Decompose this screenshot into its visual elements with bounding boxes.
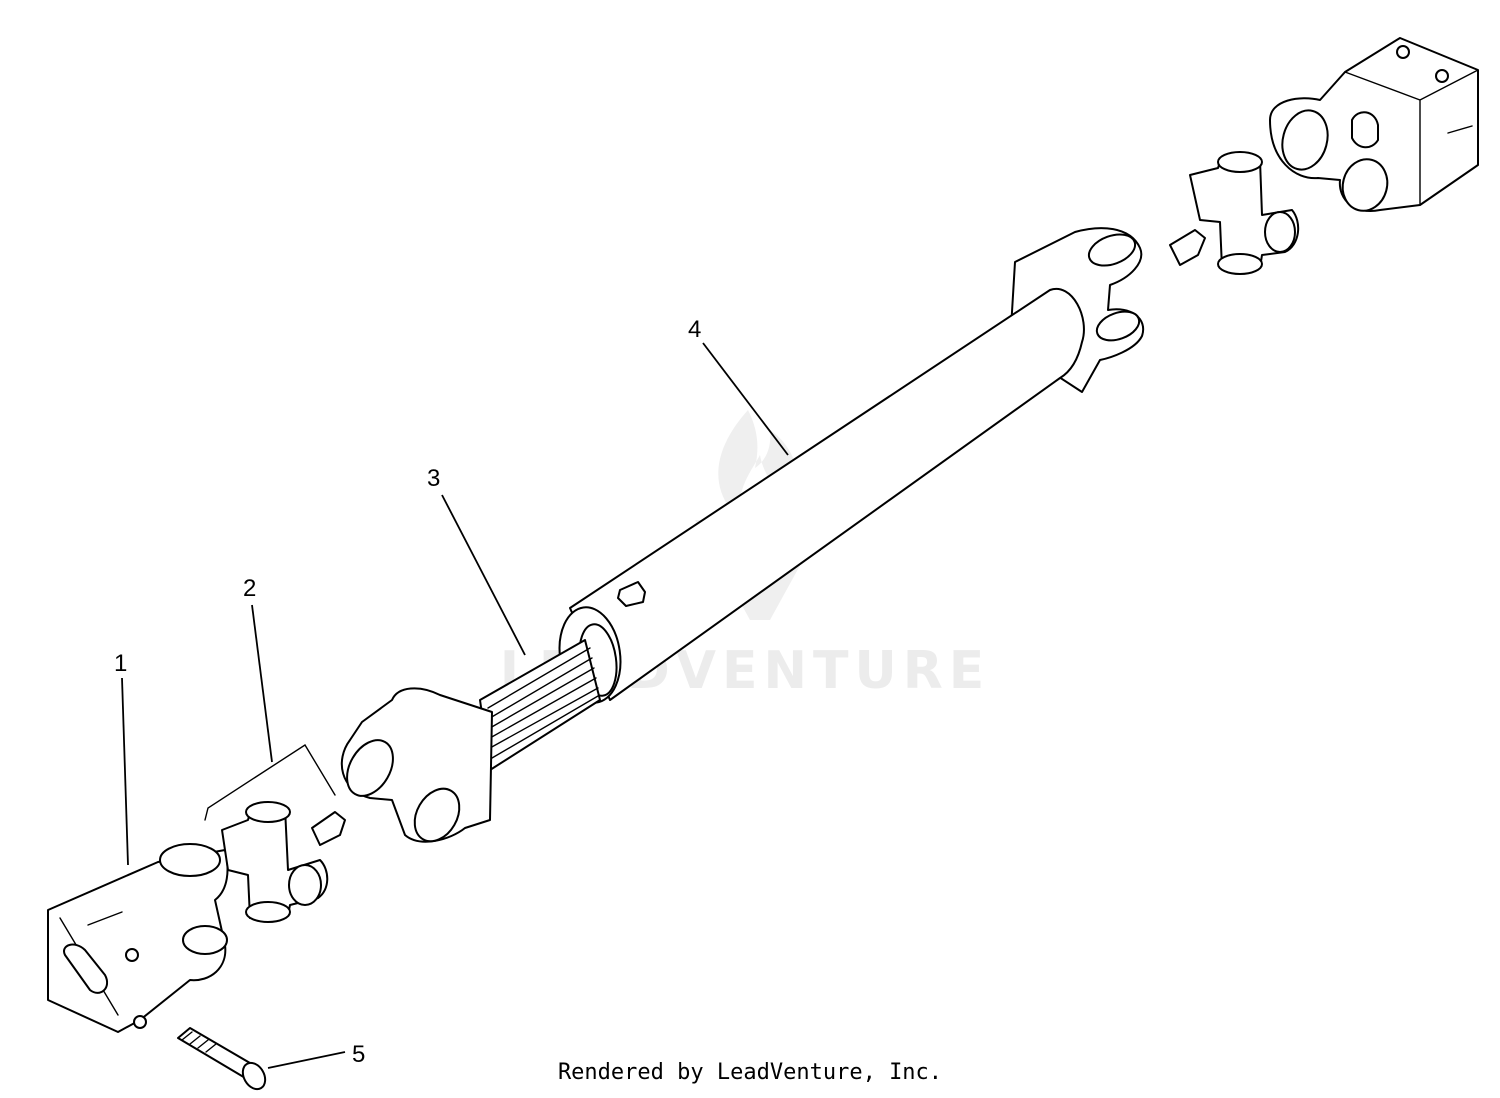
callout-1: 1 [114,650,127,677]
callout-4: 4 [688,316,701,343]
part-1-left-yoke [47,843,229,1033]
part-3-splined-shaft-yoke [340,639,601,843]
callout-3: 3 [427,465,440,492]
right-yoke-block [1269,37,1479,212]
leader-line-5 [267,1051,346,1069]
part-2-left-u-joint [204,744,346,923]
right-u-joint [1169,151,1300,275]
leader-line-2 [251,604,273,763]
leader-line-3 [441,494,526,656]
callout-5: 5 [352,1041,365,1068]
leader-line-4 [702,342,789,456]
callout-2: 2 [243,575,256,602]
part-5-bolt [177,1027,267,1091]
leader-line-1 [121,677,129,866]
part-4-outer-tube-yoke [558,227,1145,704]
credit-text: Rendered by LeadVenture, Inc. [557,1060,943,1085]
